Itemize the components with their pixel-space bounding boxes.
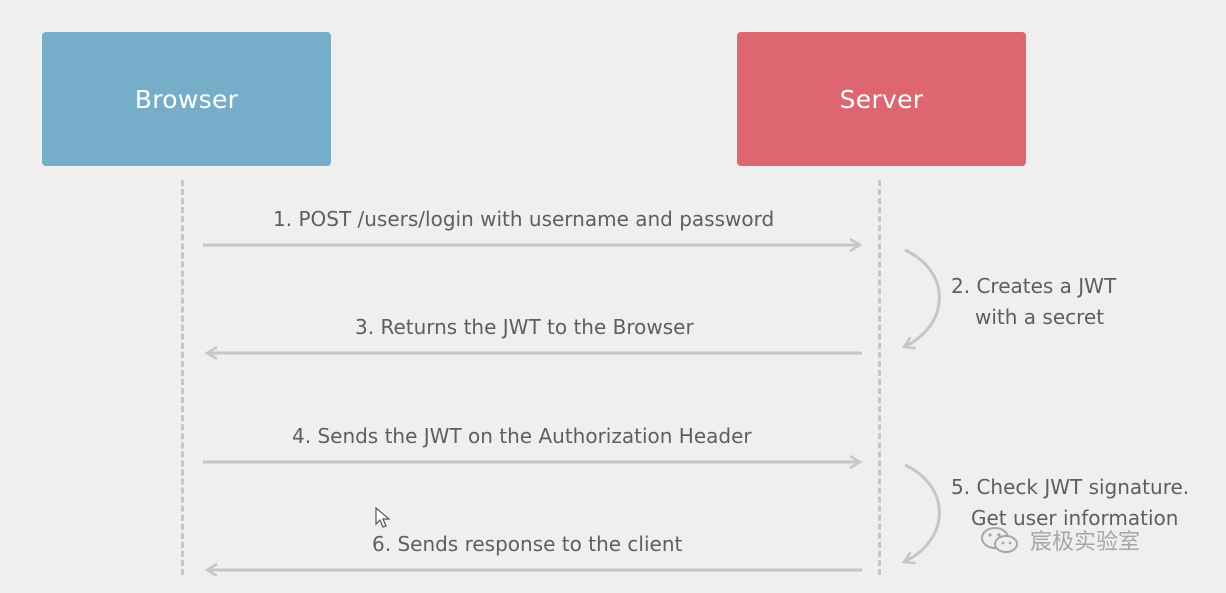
self-step-2-line1: 2. Creates a JWT: [951, 274, 1117, 298]
browser-actor-label: Browser: [134, 84, 239, 114]
message-label-6: 6. Sends response to the client: [372, 532, 683, 556]
message-label-3: 3. Returns the JWT to the Browser: [355, 315, 694, 339]
browser-lifeline: [181, 180, 184, 575]
watermark-text: 宸极实验室: [1030, 530, 1141, 555]
server-actor-label: Server: [839, 84, 924, 114]
self-arrow-2: [904, 248, 941, 347]
message-label-1: 1. POST /users/login with username and p…: [273, 207, 775, 231]
server-lifeline: [878, 180, 881, 575]
self-step-5-line1: 5. Check JWT signature.: [951, 475, 1190, 499]
self-step-label-5: 5. Check JWT signature. Get user informa…: [951, 472, 1189, 534]
browser-actor-box: Browser: [42, 32, 331, 166]
self-step-2-line2: with a secret: [975, 305, 1105, 329]
self-step-label-2: 2. Creates a JWT with a secret: [951, 271, 1116, 333]
self-arrow-5: [904, 463, 941, 562]
mouse-pointer-icon: [375, 507, 391, 528]
message-label-4: 4. Sends the JWT on the Authorization He…: [292, 424, 752, 448]
self-step-5-line2: Get user information: [971, 506, 1179, 530]
watermark: 宸极实验室: [980, 524, 1140, 556]
server-actor-box: Server: [737, 32, 1026, 166]
wechat-icon: [981, 527, 1018, 553]
